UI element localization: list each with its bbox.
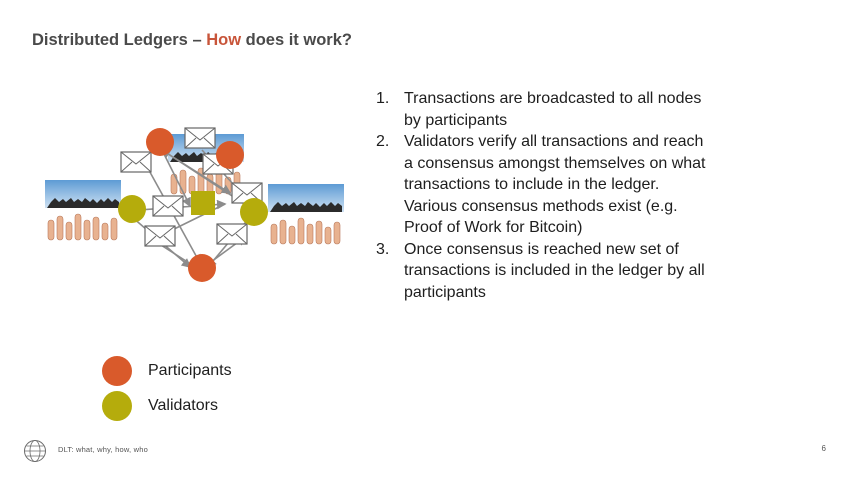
legend-label: Validators	[148, 397, 218, 414]
page-title: Distributed Ledgers – How does it work?	[32, 31, 352, 50]
step-number: 1.	[376, 90, 390, 107]
validator-node	[191, 191, 215, 215]
participant-node	[216, 141, 244, 169]
validator-dot-icon	[102, 391, 132, 421]
step-number: 3.	[376, 240, 390, 258]
envelope-icon	[216, 223, 248, 245]
globe-logo-icon	[24, 440, 46, 462]
envelope-icon	[144, 225, 176, 247]
legend-label: Participants	[148, 362, 232, 379]
step-text: Transactions are broadcasted to all node…	[404, 90, 702, 129]
envelope-icon	[152, 195, 184, 217]
participant-crowd-image-left	[44, 179, 122, 243]
legend-validators: Validators	[102, 391, 218, 421]
participant-dot-icon	[102, 356, 132, 386]
envelope-icon	[184, 127, 216, 149]
title-suffix: does it work?	[241, 31, 352, 49]
participant-crowd-image-right	[267, 183, 345, 247]
footer-text: DLT: what, why, how, who	[58, 445, 148, 454]
participant-node	[146, 128, 174, 156]
list-item: 2. Validators verify all transactions and…	[372, 131, 707, 239]
step-text: Validators verify all transactions and r…	[404, 133, 706, 236]
page-number: 6	[821, 444, 826, 453]
title-highlight: How	[206, 31, 242, 49]
step-text: Once consensus is reached new set of tra…	[404, 240, 705, 301]
envelope-icon	[120, 151, 152, 173]
legend-participants: Participants	[102, 356, 232, 386]
steps-list: 1. Transactions are broadcasted to all no…	[372, 88, 707, 303]
step-number: 2.	[376, 133, 390, 150]
list-item: 1. Transactions are broadcasted to all no…	[372, 88, 707, 131]
validator-node	[118, 195, 146, 223]
list-item: 3. Once consensus is reached new set of t…	[372, 239, 707, 304]
participant-node	[188, 254, 216, 282]
validator-node	[240, 198, 268, 226]
distributed-ledger-diagram	[44, 127, 345, 282]
title-prefix: Distributed Ledgers –	[32, 31, 207, 49]
